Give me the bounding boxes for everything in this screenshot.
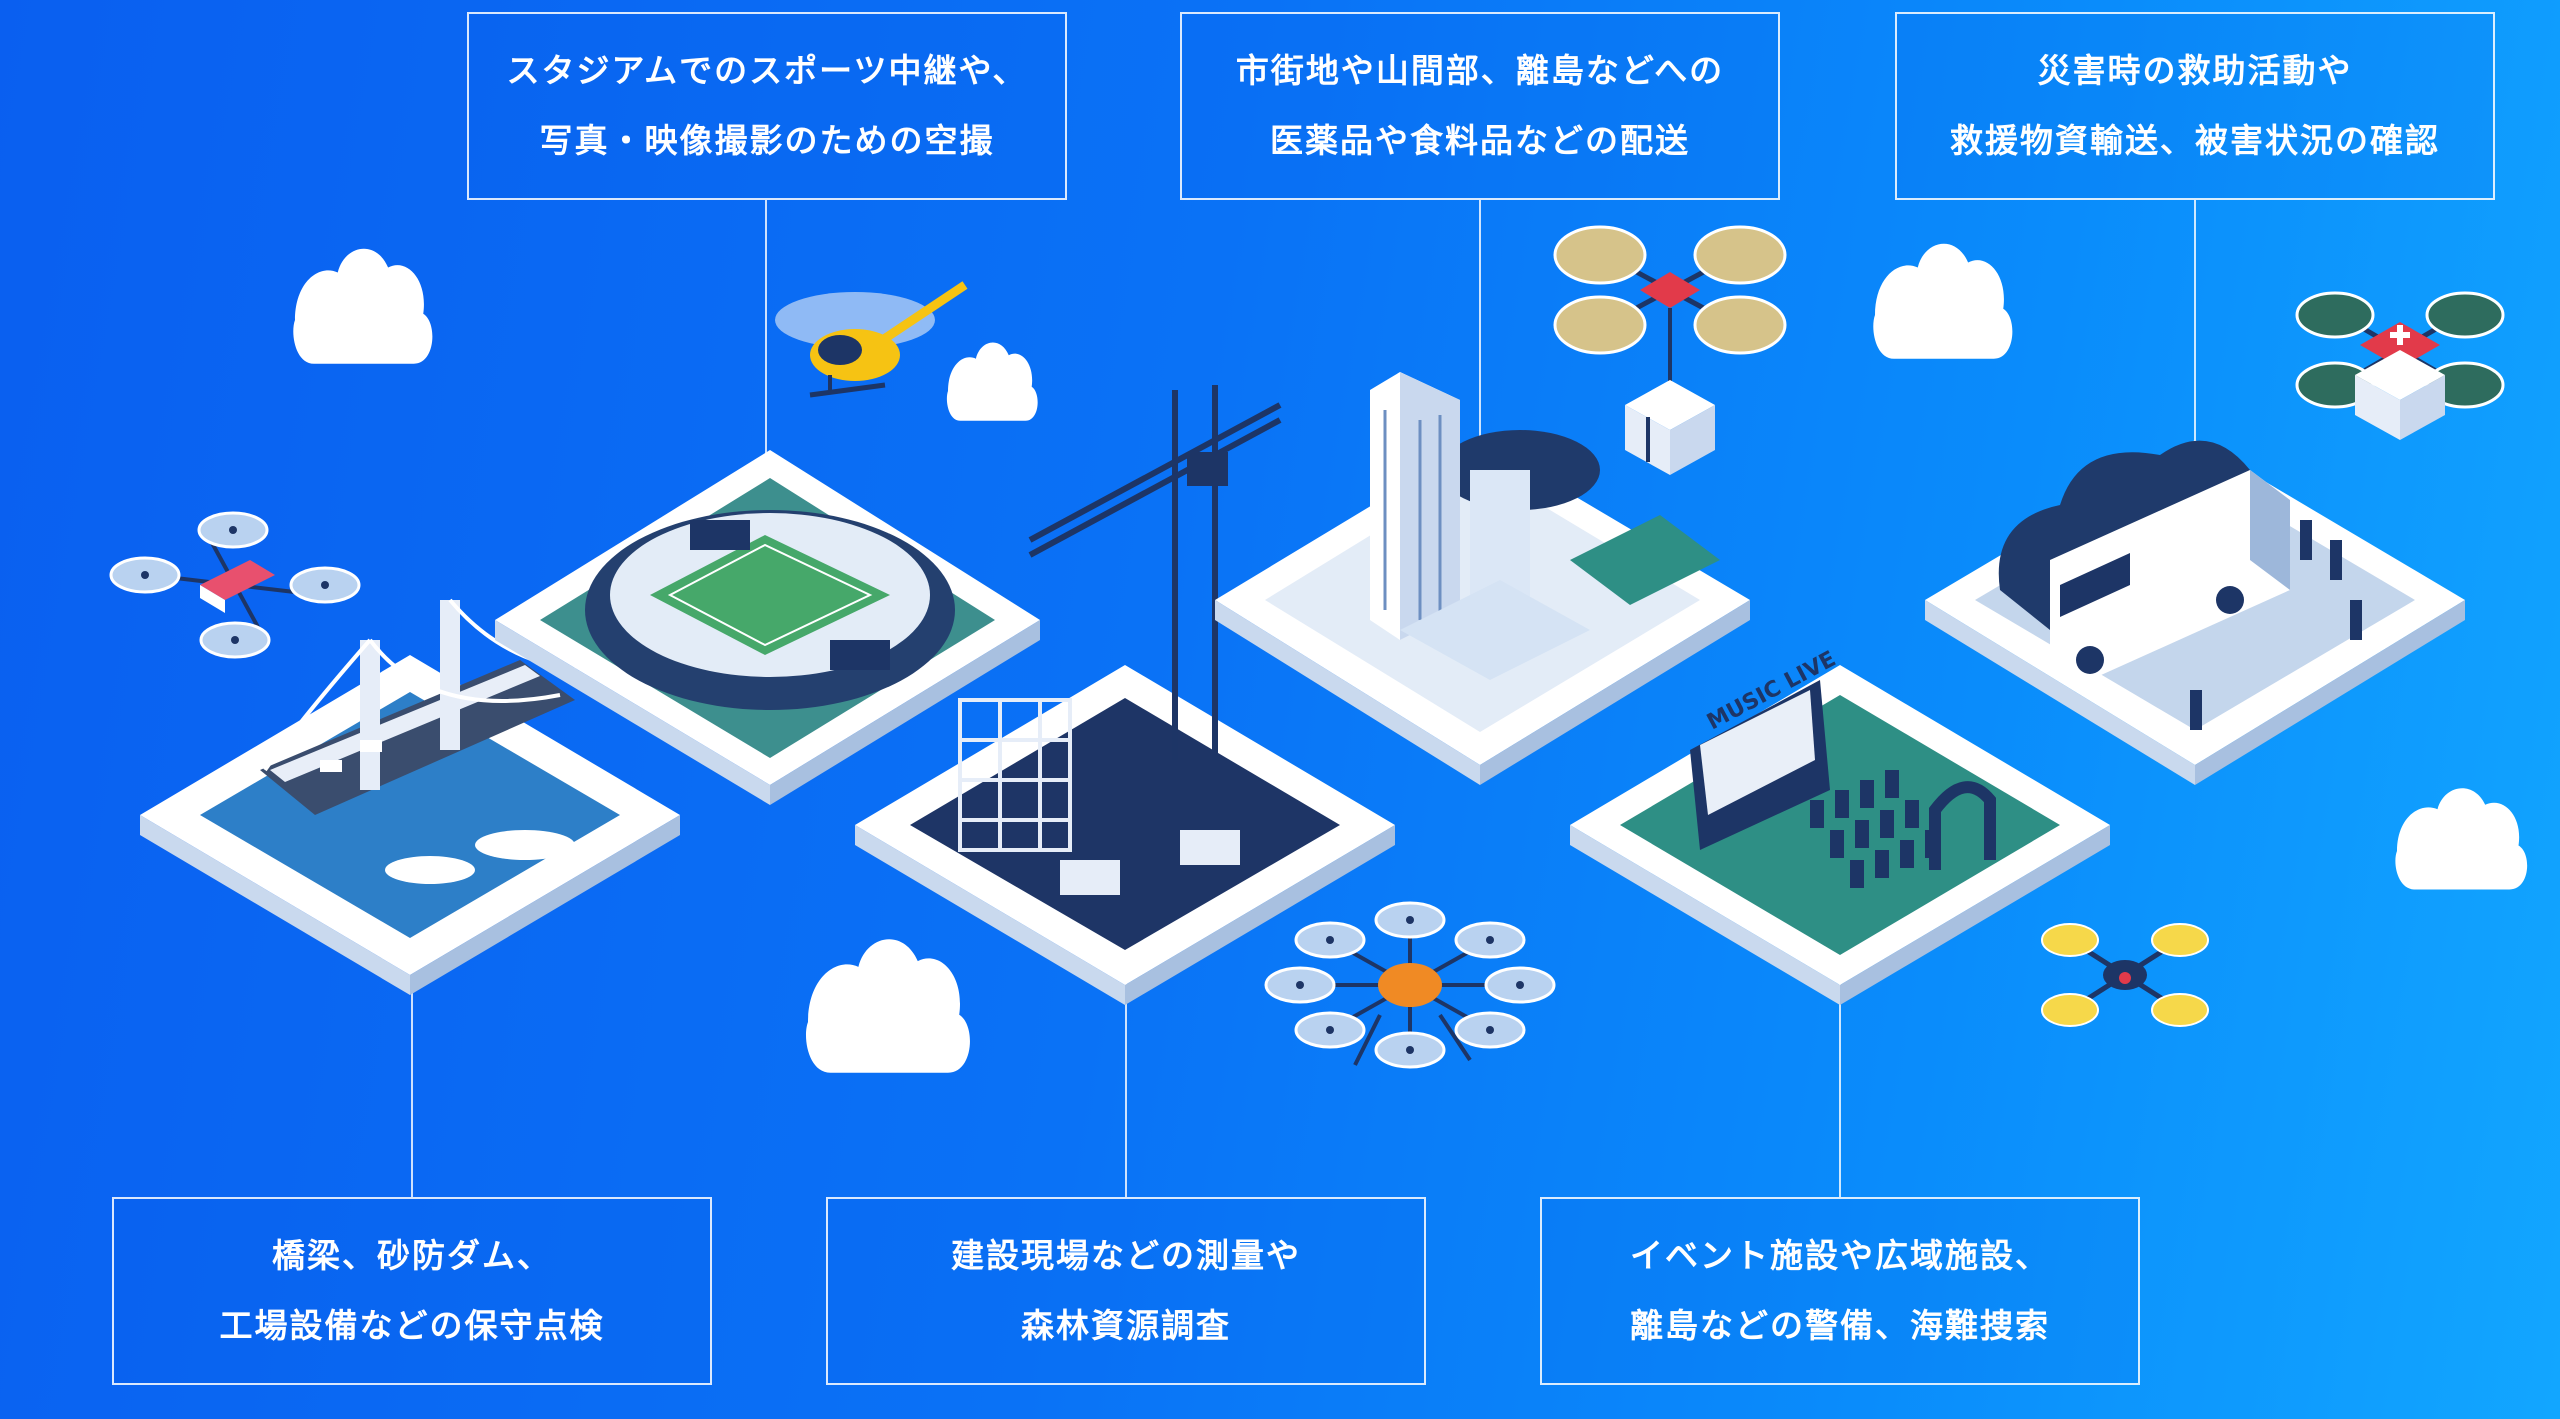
drone-icon bbox=[2041, 923, 2209, 1027]
caption-line: 写真・映像撮影のための空撮 bbox=[539, 121, 995, 160]
caption-line: 橋梁、砂防ダム、 bbox=[272, 1236, 552, 1275]
cloud-icon bbox=[1873, 243, 2013, 359]
caption-line: イベント施設や広域施設、 bbox=[1630, 1236, 2050, 1275]
medical-drone-icon bbox=[2295, 291, 2505, 440]
caption-line: 森林資源調査 bbox=[1021, 1306, 1231, 1345]
helicopter-icon bbox=[775, 281, 968, 398]
drone-icon bbox=[1264, 901, 1556, 1069]
stadium-tile bbox=[495, 450, 1040, 805]
bridge-tile bbox=[140, 598, 680, 995]
connector-lines bbox=[411, 200, 2196, 1197]
caption-inspection: 橋梁、砂防ダム、 工場設備などの保守点検 bbox=[112, 1197, 712, 1385]
caption-disaster-relief: 災害時の救助活動や 救援物資輸送、被害状況の確認 bbox=[1895, 12, 2495, 200]
delivery-drone-icon bbox=[1553, 225, 1787, 475]
disaster-tile bbox=[1925, 440, 2465, 785]
cloud-icon bbox=[293, 248, 433, 364]
caption-line: 災害時の救助活動や bbox=[2037, 51, 2353, 90]
caption-surveying: 建設現場などの測量や 森林資源調査 bbox=[826, 1197, 1426, 1385]
caption-line: 救援物資輸送、被害状況の確認 bbox=[1950, 121, 2440, 160]
city-tile bbox=[1215, 372, 1750, 785]
caption-aerial-photography: スタジアムでのスポーツ中継や、 写真・映像撮影のための空撮 bbox=[467, 12, 1067, 200]
cloud-icon bbox=[2395, 788, 2528, 890]
drone-icon bbox=[109, 511, 361, 659]
concert-tile: MUSIC LIVE bbox=[1570, 647, 2110, 1005]
caption-line: 建設現場などの測量や bbox=[951, 1236, 1301, 1275]
construction-tile bbox=[855, 385, 1395, 1005]
caption-line: スタジアムでのスポーツ中継や、 bbox=[506, 51, 1028, 90]
caption-delivery: 市街地や山間部、離島などへの 医薬品や食料品などの配送 bbox=[1180, 12, 1780, 200]
caption-line: 離島などの警備、海難捜索 bbox=[1630, 1306, 2050, 1345]
crane-icon bbox=[1028, 385, 1282, 760]
caption-line: 医薬品や食料品などの配送 bbox=[1270, 121, 1690, 160]
caption-line: 工場設備などの保守点検 bbox=[219, 1306, 605, 1345]
caption-line: 市街地や山間部、離島などへの bbox=[1235, 51, 1725, 90]
cloud-icon bbox=[805, 939, 970, 1073]
cloud-icon bbox=[946, 342, 1038, 421]
caption-security: イベント施設や広域施設、 離島などの警備、海難捜索 bbox=[1540, 1197, 2140, 1385]
